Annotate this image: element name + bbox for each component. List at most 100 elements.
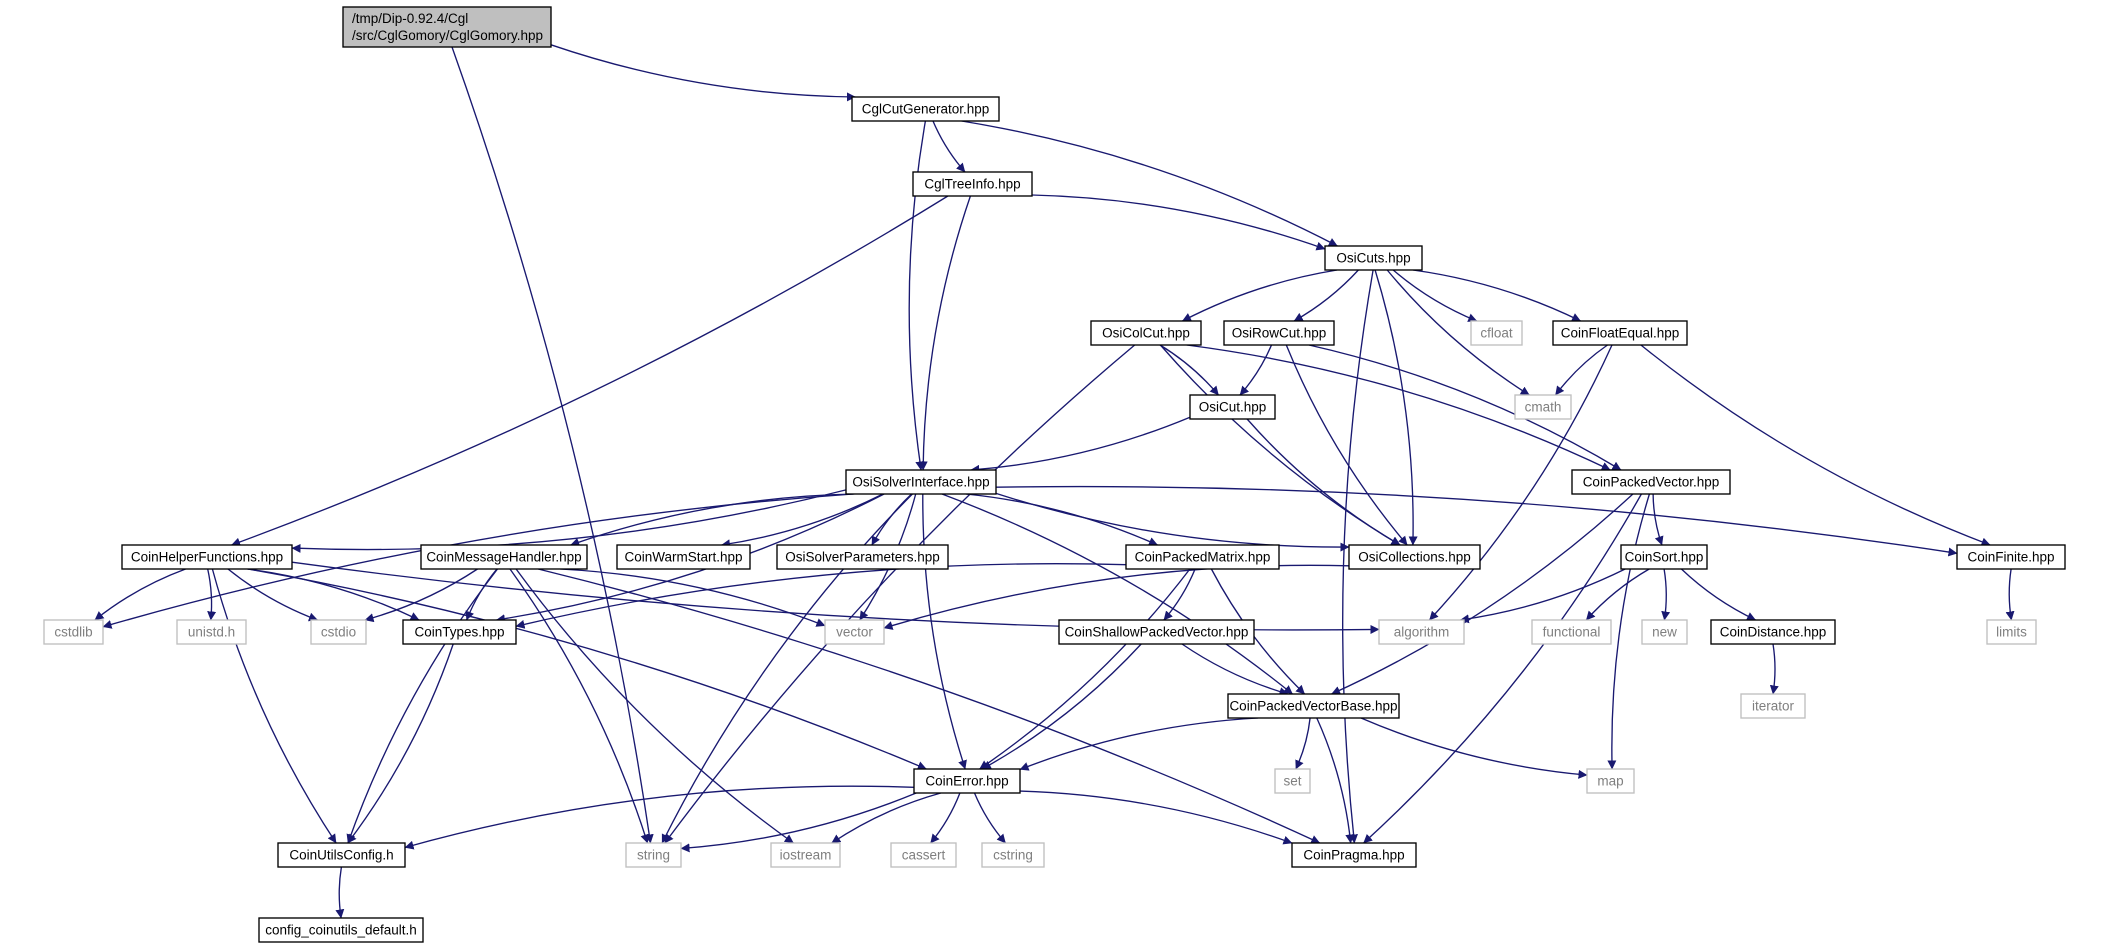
node-coinsort[interactable]: CoinSort.hpp [1620,544,1708,570]
node-box-coinpackedvector[interactable] [1571,469,1731,495]
edge-cgltreeinfo-to-osicuts [1031,194,1326,251]
node-box-coinfloatequal[interactable] [1552,320,1688,346]
edge-osicuts-to-coinpragma [1342,269,1374,844]
node-box-osicut[interactable] [1189,394,1276,420]
edge-coinpackedvectorbase-to-map [1360,717,1588,779]
node-box-coinpackedmatrix[interactable] [1125,544,1280,570]
node-box-osicuts[interactable] [1324,245,1423,271]
node-osicut[interactable]: OsiCut.hpp [1189,394,1276,420]
node-coinwarm[interactable]: CoinWarmStart.hpp [616,544,751,570]
node-box-iterator [1740,693,1806,719]
node-label-cstdlib: cstdlib [54,625,92,640]
node-box-osicollections[interactable] [1348,544,1481,570]
node-cointypes[interactable]: CoinTypes.hpp [402,619,517,645]
node-label-string: string [637,848,670,863]
edge-osirowcut-to-osicut [1239,344,1273,396]
edge-cglcutgen-to-osisolver [908,120,927,471]
node-box-coinmessage[interactable] [420,544,588,570]
node-box-coinpragma[interactable] [1291,842,1417,868]
node-box-functional [1531,619,1612,645]
node-box-cgltreeinfo[interactable] [912,171,1033,197]
edge-cgltreeinfo-to-osisolver [918,195,972,471]
node-label-coinerror: CoinError.hpp [925,774,1008,789]
edge-coinutilsconfig-to-configdefault [335,866,345,919]
edge-root-to-cglcutgen [550,44,856,102]
edge-osisolver-to-coinwarm [721,493,884,549]
edge-osirowcut-to-osicollections [1285,344,1408,546]
node-box-cglcutgen[interactable] [851,96,1000,122]
node-box-set [1274,768,1311,794]
node-label-functional: functional [1543,625,1601,640]
node-box-coinerror[interactable] [913,768,1021,794]
edge-coinmessage-to-string [509,568,650,844]
node-coinhelper[interactable]: CoinHelperFunctions.hpp [121,544,293,570]
node-coinpragma[interactable]: CoinPragma.hpp [1291,842,1417,868]
node-osicolcut[interactable]: OsiColCut.hpp [1090,320,1202,346]
node-box-coinfinite[interactable] [1956,544,2066,570]
node-box-coinutilsconfig[interactable] [277,842,406,868]
node-osisolver[interactable]: OsiSolverInterface.hpp [845,469,997,495]
node-coinmessage[interactable]: CoinMessageHandler.hpp [420,544,588,570]
node-osisolverparams[interactable]: OsiSolverParameters.hpp [776,544,949,570]
node-box-osirowcut[interactable] [1223,320,1335,346]
node-label-coinfloatequal: CoinFloatEqual.hpp [1561,326,1680,341]
node-label-coinmessage: CoinMessageHandler.hpp [426,550,581,565]
node-box-coindistance[interactable] [1710,619,1836,645]
edge-coinerror-to-string [680,792,917,853]
node-label-unistd: unistd.h [188,625,235,640]
edge-coinsort-to-coindistance [1680,568,1757,621]
node-coinshallow[interactable]: CoinShallowPackedVector.hpp [1058,619,1255,645]
edge-coinerror-to-cassert [930,792,961,844]
edge-osicolcut-to-string [664,344,1136,844]
node-coinerror[interactable]: CoinError.hpp [913,768,1021,794]
edge-coinsort-to-functional [1585,568,1650,621]
node-box-osisolverparams[interactable] [776,544,949,570]
edge-coinshallow-to-coinerror [981,643,1142,770]
node-label-algorithm: algorithm [1394,625,1450,640]
edge-osisolver-to-coinpackedvectorbase [941,493,1293,695]
node-configdefault[interactable]: config_coinutils_default.h [258,917,424,943]
node-label-cmath: cmath [1525,400,1562,415]
node-box-osisolver[interactable] [845,469,997,495]
node-vector: vector [824,619,885,645]
node-coinpackedvectorbase[interactable]: CoinPackedVectorBase.hpp [1227,693,1400,719]
node-coinpackedvector[interactable]: CoinPackedVector.hpp [1571,469,1731,495]
node-label-coinhelper: CoinHelperFunctions.hpp [131,550,283,565]
node-label-vector: vector [836,625,873,640]
node-box-coinwarm[interactable] [616,544,751,570]
node-box-map [1586,768,1635,794]
node-osirowcut[interactable]: OsiRowCut.hpp [1223,320,1335,346]
node-box-coinpackedvectorbase[interactable] [1227,693,1400,719]
node-box-osicolcut[interactable] [1090,320,1202,346]
node-osicollections[interactable]: OsiCollections.hpp [1348,544,1481,570]
node-osicuts[interactable]: OsiCuts.hpp [1324,245,1423,271]
node-label-set: set [1283,774,1301,789]
node-box-root[interactable] [342,6,552,48]
node-cgltreeinfo[interactable]: CglTreeInfo.hpp [912,171,1033,197]
node-coindistance[interactable]: CoinDistance.hpp [1710,619,1836,645]
node-box-configdefault[interactable] [258,917,424,943]
node-box-coinhelper[interactable] [121,544,293,570]
node-box-cointypes[interactable] [402,619,517,645]
edge-coinfloatequal-to-cmath [1554,344,1608,396]
node-cglcutgen[interactable]: CglCutGenerator.hpp [851,96,1000,122]
node-coinfloatequal[interactable]: CoinFloatEqual.hpp [1552,320,1688,346]
node-label-coinpragma: CoinPragma.hpp [1303,848,1404,863]
edge-coinsort-to-algorithm [1459,568,1626,624]
edge-coinsort-to-new [1661,568,1671,621]
edge-osirowcut-to-coinpackedvector [1308,344,1622,471]
node-box-coinshallow[interactable] [1058,619,1255,645]
node-box-coinsort[interactable] [1620,544,1708,570]
edge-coinerror-to-cstring [973,792,1007,844]
node-root[interactable]: /tmp/Dip-0.92.4/Cgl/src/CglGomory/CglGom… [342,6,552,48]
node-coinpackedmatrix[interactable]: CoinPackedMatrix.hpp [1125,544,1280,570]
node-box-unistd [176,619,247,645]
edge-coinmessage-to-iostream [515,568,794,844]
node-coinfinite[interactable]: CoinFinite.hpp [1956,544,2066,570]
node-label-osisolverparams: OsiSolverParameters.hpp [785,550,940,565]
node-box-string [625,842,682,868]
edge-coinhelper-to-cstdlib [94,568,186,621]
node-label-new: new [1652,625,1677,640]
edge-root-to-string [451,46,654,844]
node-coinutilsconfig[interactable]: CoinUtilsConfig.h [277,842,406,868]
